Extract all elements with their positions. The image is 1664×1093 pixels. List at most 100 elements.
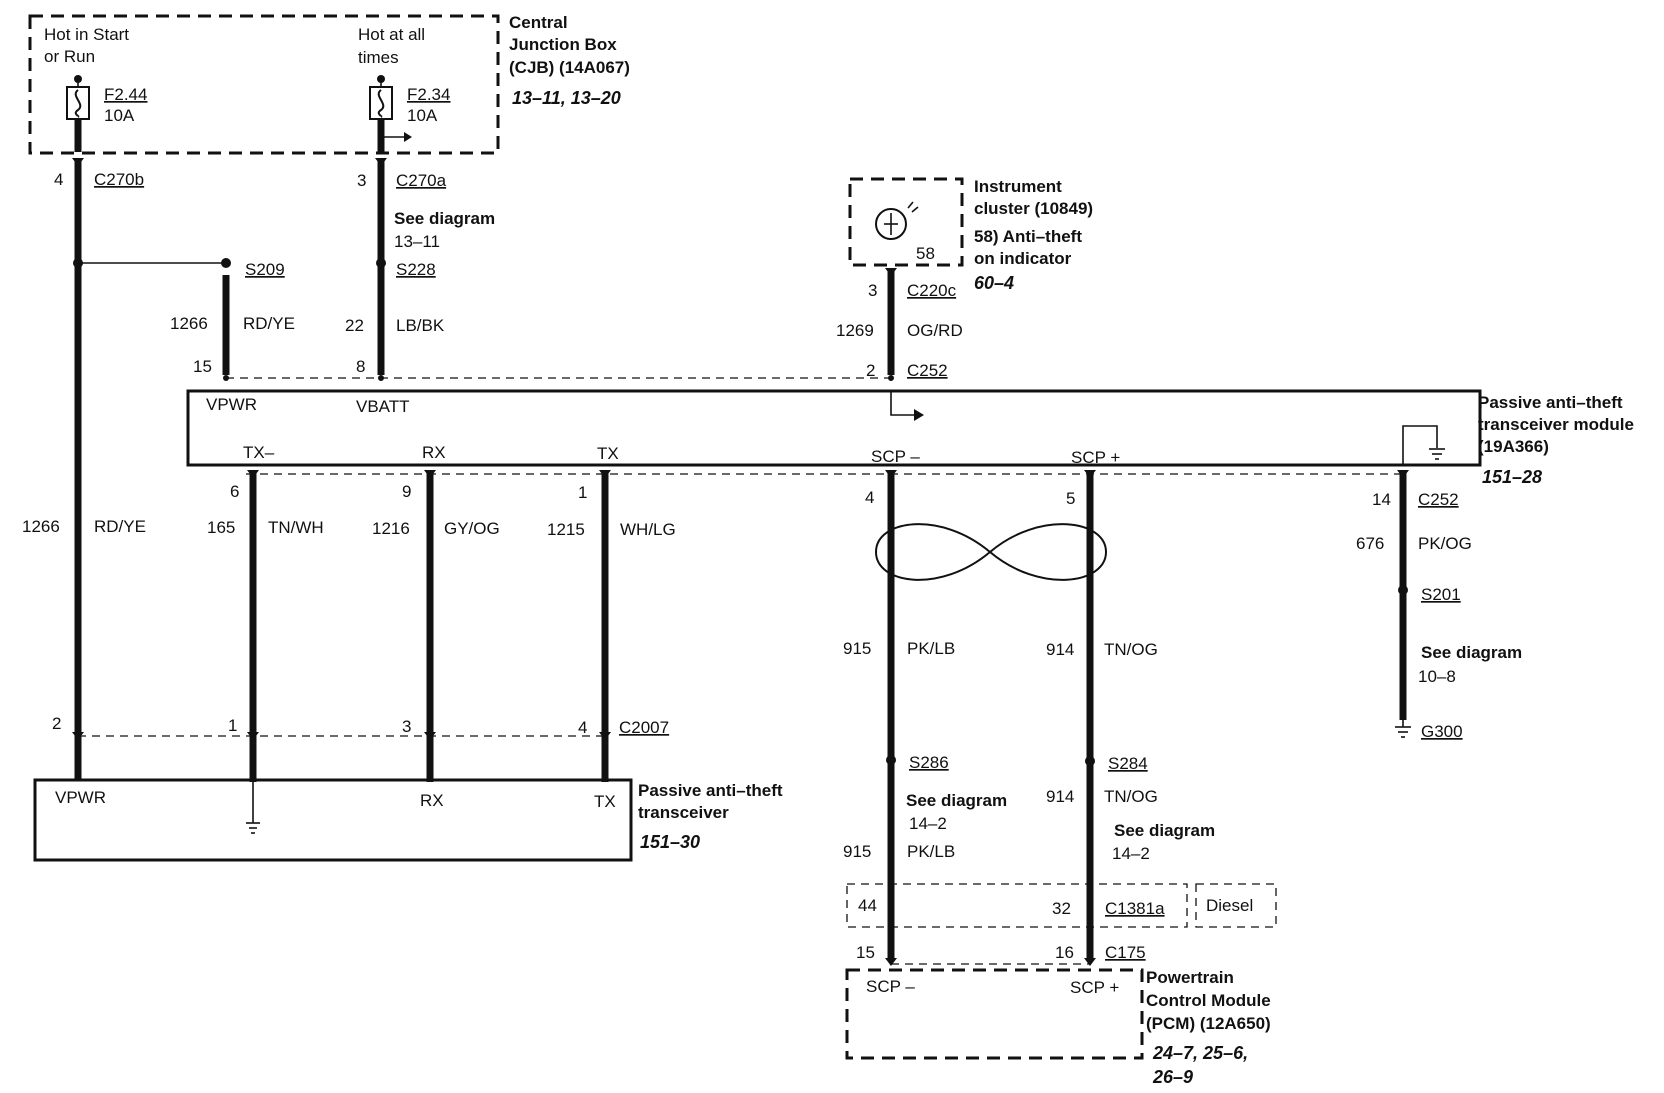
w1266-left-circuit: 1266	[22, 517, 60, 536]
c175-pin-a: 15	[856, 943, 875, 962]
pin-scp-minus: 4	[865, 488, 874, 507]
c252-pin-vpwr: 15	[193, 357, 212, 376]
connector-arrow-icon	[885, 268, 897, 276]
transceiver-title-1: Passive anti–theft	[638, 781, 783, 800]
w1216-color: GY/OG	[444, 519, 500, 538]
pcm-title-2: Control Module	[1146, 991, 1271, 1010]
w676-circuit: 676	[1356, 534, 1384, 553]
cjb-hot-start-run-1: Hot in Start	[44, 25, 129, 44]
c252-bottom-pin: 14	[1372, 490, 1391, 509]
indicator-lamp-icon	[875, 201, 919, 240]
w915-a-color: PK/LB	[907, 639, 955, 658]
pats-module-title-2: transceiver module	[1478, 415, 1634, 434]
see-diagram-13-11-ref: 13–11	[394, 232, 440, 251]
c1381a-label: C1381a	[1105, 899, 1165, 918]
pin-scp-plus: 5	[1066, 489, 1075, 508]
pin-rx: 9	[402, 482, 411, 501]
c270a-label: C270a	[396, 171, 447, 190]
pin-tx: 1	[578, 483, 587, 502]
c252-bottom-label: C252	[1418, 490, 1459, 509]
cjb-title-3: (CJB) (14A067)	[509, 58, 630, 77]
connector-arrow-icon	[599, 470, 611, 478]
c2007-pin-vpwr: 2	[52, 714, 61, 733]
pats-scp-minus: SCP –	[871, 447, 920, 466]
pats-transceiver-box	[33, 778, 633, 862]
connector-arrow-icon	[885, 470, 897, 478]
s209-label: S209	[245, 260, 285, 279]
c175-pin-b: 16	[1055, 943, 1074, 962]
s201-label: S201	[1421, 585, 1461, 604]
c270a-pin: 3	[357, 171, 366, 190]
see-diagram-14-2-a: See diagram	[906, 791, 1007, 810]
w1266-left-color: RD/YE	[94, 517, 146, 536]
w1215-circuit: 1215	[547, 520, 585, 539]
s228-label: S228	[396, 260, 436, 279]
c252-pin-cluster: 2	[866, 361, 875, 380]
pats-scp-plus: SCP +	[1071, 448, 1120, 467]
cluster-indicator-2: on indicator	[974, 249, 1072, 268]
pats-module-title-1: Passive anti–theft	[1478, 393, 1623, 412]
w22-circuit: 22	[345, 316, 364, 335]
pats-vbatt: VBATT	[356, 397, 410, 416]
internal-line	[890, 391, 915, 416]
pcm-ref-2: 26–9	[1152, 1067, 1193, 1087]
transceiver-tx: TX	[594, 792, 616, 811]
c175-label: C175	[1105, 943, 1146, 962]
w676-color: PK/OG	[1418, 534, 1472, 553]
diesel-box	[1195, 883, 1277, 928]
c1381a-pin-a: 44	[858, 896, 877, 915]
fuse1-id: F2.44	[104, 85, 147, 104]
w1215-color: WH/LG	[620, 520, 676, 539]
w1266-color: RD/YE	[243, 314, 295, 333]
splice-dot	[376, 258, 386, 268]
pats-module-box	[186, 389, 1482, 467]
ground-icon	[1402, 425, 1445, 465]
w1269-circuit: 1269	[836, 321, 874, 340]
c2007-pin-rx: 3	[402, 717, 411, 736]
cluster-pin: 58	[916, 244, 935, 263]
c252-pin-vbatt: 8	[356, 357, 365, 376]
s284-label: S284	[1108, 754, 1148, 773]
g300-label: G300	[1421, 722, 1463, 741]
ground-icon	[1395, 720, 1411, 738]
pats-module-ref: 151–28	[1482, 467, 1542, 487]
w914-a-color: TN/OG	[1104, 640, 1158, 659]
diesel-label: Diesel	[1206, 896, 1253, 915]
w22-color: LB/BK	[396, 316, 445, 335]
transceiver-vpwr: VPWR	[55, 788, 106, 807]
fuse1-rating: 10A	[104, 106, 135, 125]
cjb-hot-all-times-1: Hot at all	[358, 25, 425, 44]
pcm-scp-minus: SCP –	[866, 977, 915, 996]
twisted-pair-icon	[874, 523, 1108, 581]
splice-dot	[1398, 585, 1408, 595]
cluster-title-2: cluster (10849)	[974, 199, 1093, 218]
w1216-circuit: 1216	[372, 519, 410, 538]
pats-vpwr: VPWR	[206, 395, 257, 414]
see-diagram-10-8-ref: 10–8	[1418, 667, 1456, 686]
transceiver-rx: RX	[420, 791, 444, 810]
pcm-box	[845, 968, 1144, 1060]
cluster-title-1: Instrument	[974, 177, 1062, 196]
c220c-pin: 3	[868, 281, 877, 300]
c270b-label: C270b	[94, 170, 144, 189]
fuse-icon	[369, 75, 393, 152]
cjb-hot-start-run-2: or Run	[44, 47, 95, 66]
see-diagram-10-8: See diagram	[1421, 643, 1522, 662]
c2007-pin-1: 1	[228, 716, 237, 735]
connector-arrow-icon	[247, 470, 259, 478]
w165-circuit: 165	[207, 518, 235, 537]
w915-b-color: PK/LB	[907, 842, 955, 861]
c270b-pin: 4	[54, 170, 63, 189]
s286-label: S286	[909, 753, 949, 772]
fuse2-id: F2.34	[407, 85, 450, 104]
c220c-label: C220c	[907, 281, 957, 300]
splice-dot	[886, 755, 896, 765]
see-diagram-14-2-b: See diagram	[1114, 821, 1215, 840]
output-arrow-icon	[914, 409, 924, 421]
pcm-title-1: Powertrain	[1146, 968, 1234, 987]
c2007-pin-tx: 4	[578, 718, 587, 737]
c2007-label: C2007	[619, 718, 669, 737]
c252-top-label: C252	[907, 361, 948, 380]
splice-dot	[1085, 756, 1095, 766]
